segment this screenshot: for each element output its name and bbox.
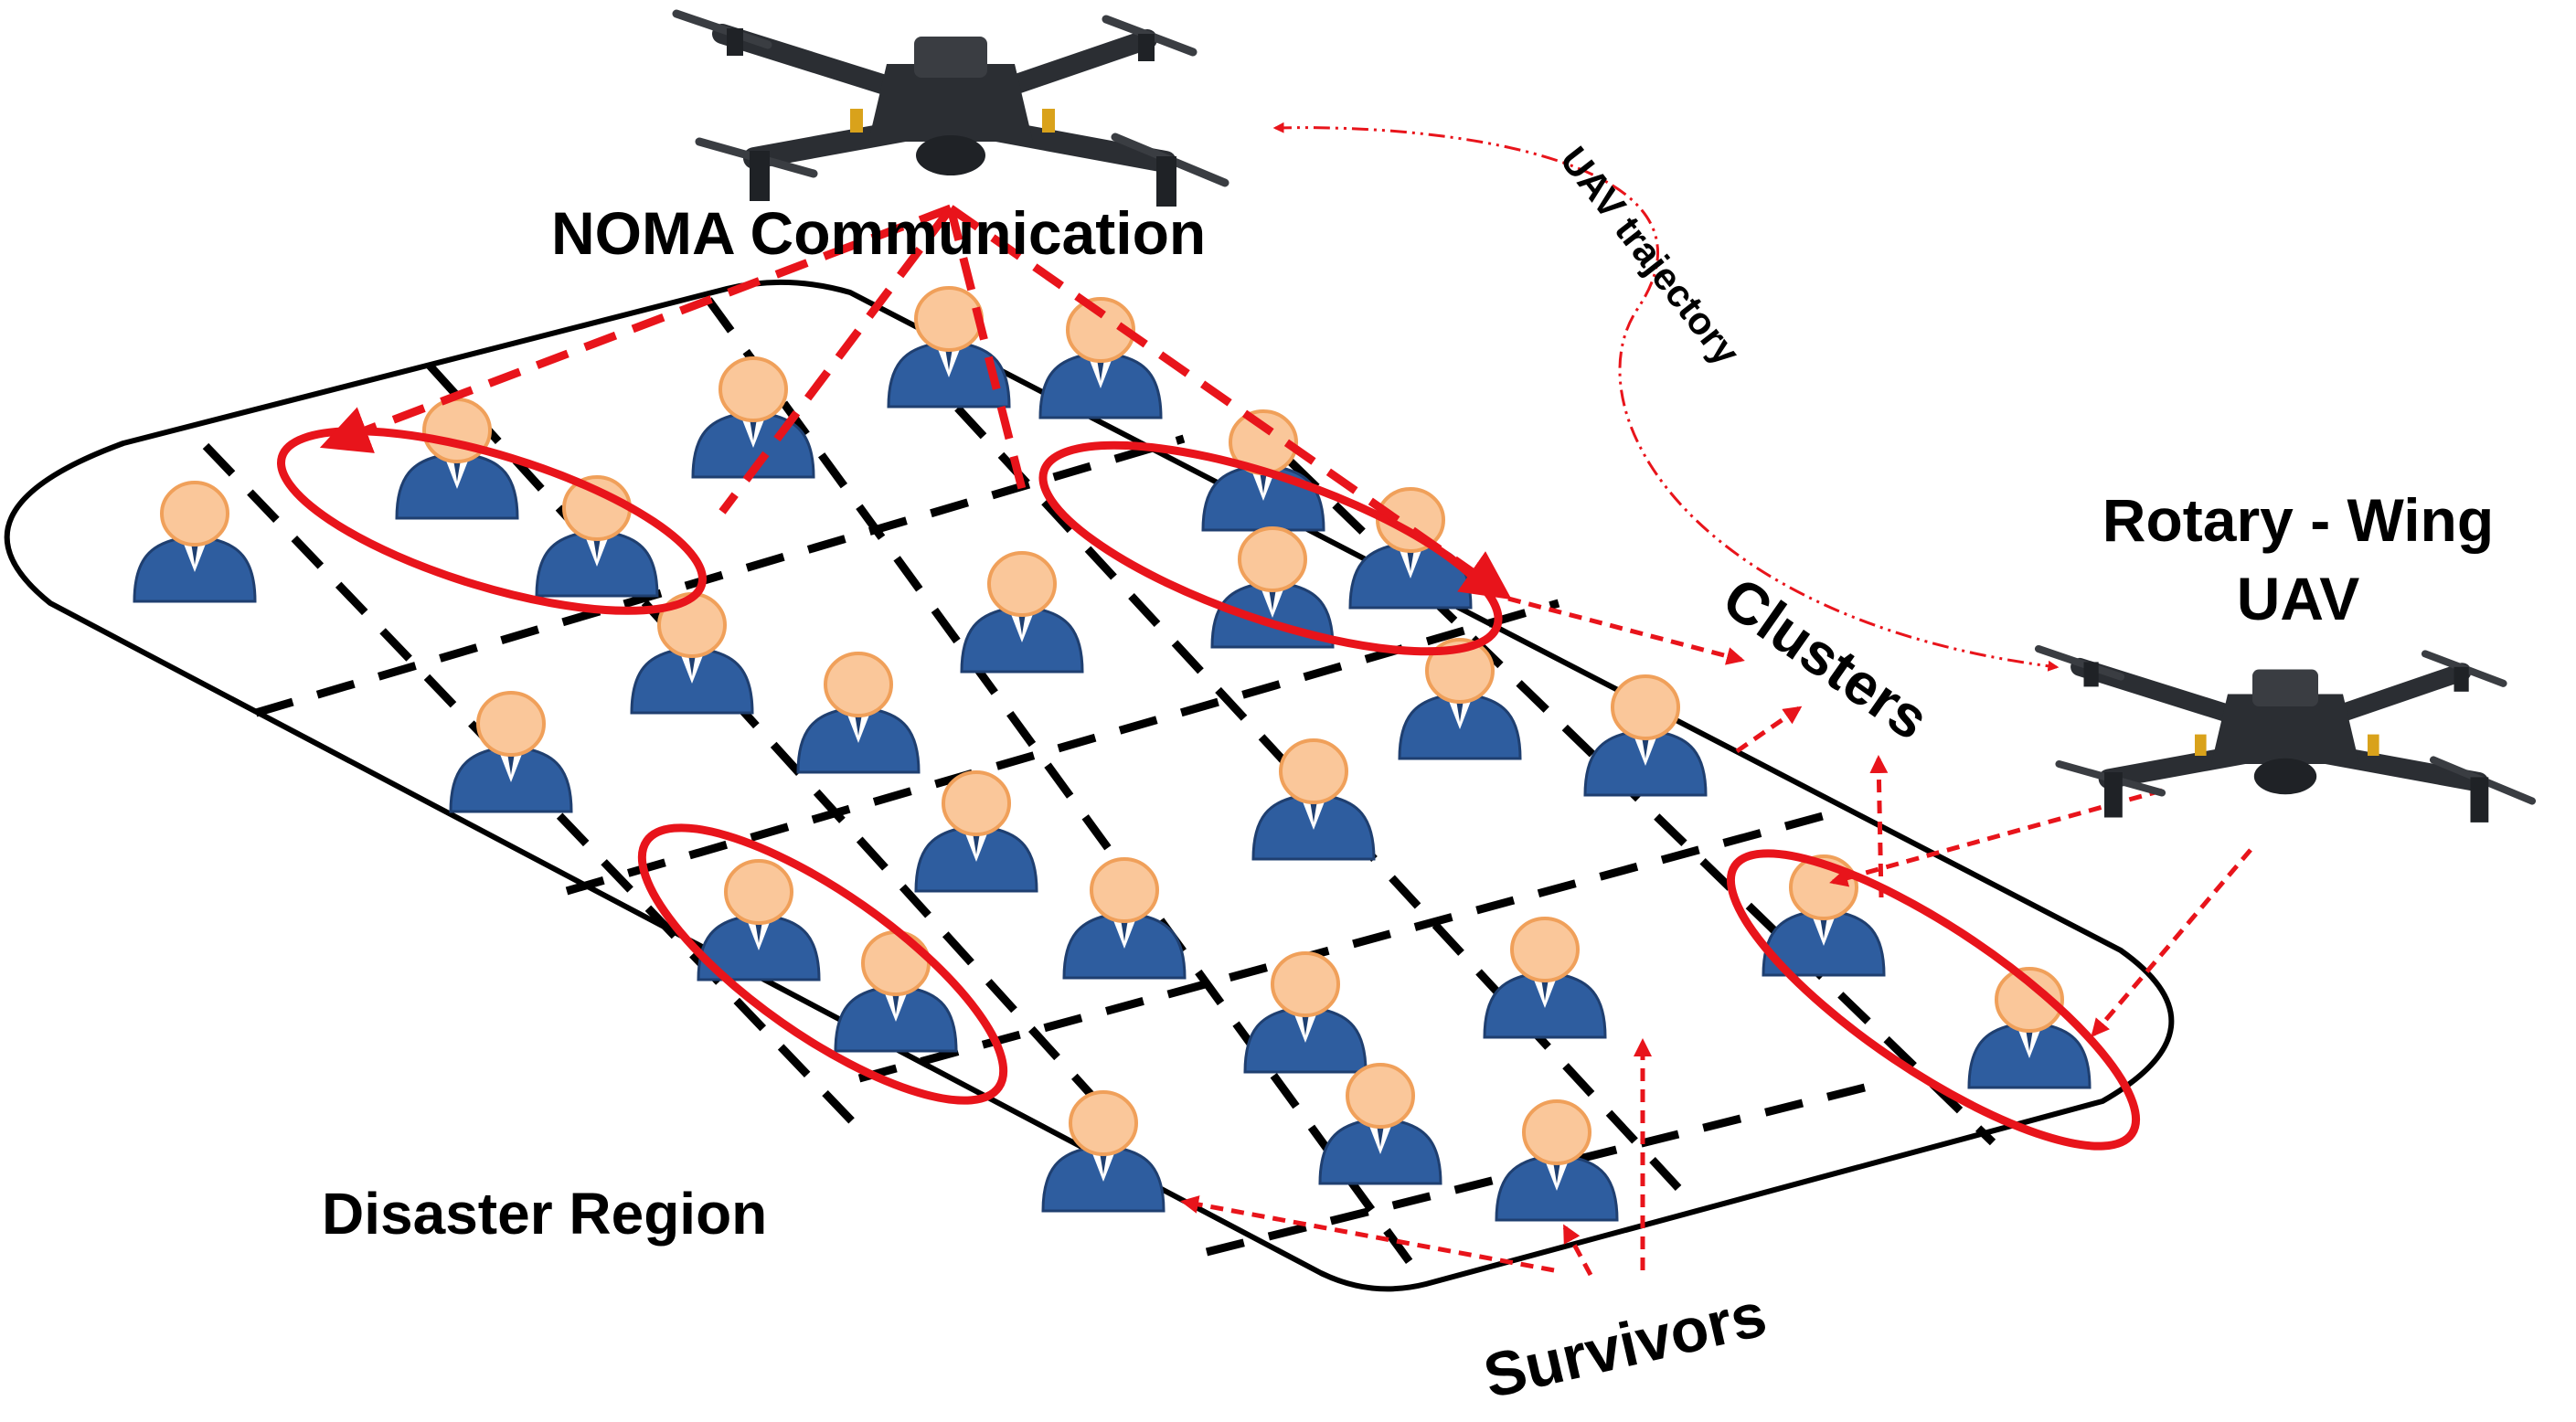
survivor-icon	[449, 691, 573, 813]
survivor-icon	[1398, 638, 1522, 760]
survivor-icon	[796, 652, 921, 774]
drone-icon	[676, 14, 1225, 207]
drone-rotary-wing	[2038, 649, 2532, 822]
cluster-ellipse	[1726, 849, 2141, 1151]
disaster-region-label: Disaster Region	[322, 1181, 767, 1247]
survivor-icon	[1210, 526, 1335, 649]
survivor-icon	[1495, 1099, 1619, 1222]
survivor-icon	[914, 770, 1038, 893]
survivor-icon	[960, 551, 1084, 674]
survivor-icon	[834, 930, 958, 1053]
drone-icon	[2038, 649, 2532, 822]
survivor-icon	[697, 859, 821, 982]
uav-trajectory-label: UAV trajectory	[1552, 139, 1749, 374]
survivor-icon	[1062, 857, 1187, 980]
uav-label-line1: Rotary - Wing	[2102, 486, 2494, 554]
cluster-ellipses	[277, 427, 2141, 1151]
cluster-ellipse	[277, 427, 707, 615]
drone-top	[676, 14, 1225, 207]
uav-label-line2: UAV	[2237, 565, 2359, 632]
survivor-icon	[887, 286, 1011, 409]
survivors-label: Survivors	[1477, 1279, 1772, 1412]
cluster-ellipse	[637, 823, 1008, 1105]
survivor-icon	[1041, 1090, 1166, 1213]
clusters-label: Clusters	[1711, 564, 1941, 752]
survivor-icon	[133, 481, 257, 603]
noma-beams	[319, 204, 1512, 600]
disaster-region-boundary	[4, 279, 2175, 1292]
survivor-icon	[1583, 674, 1708, 797]
noma-communication-label: NOMA Communication	[551, 199, 1206, 267]
uav-trajectory-path	[1272, 122, 2060, 672]
survivor-icon	[1762, 854, 1886, 977]
survivor-icon	[1483, 917, 1607, 1039]
survivor-icon	[1251, 738, 1376, 861]
survivor-icon	[1318, 1063, 1442, 1185]
